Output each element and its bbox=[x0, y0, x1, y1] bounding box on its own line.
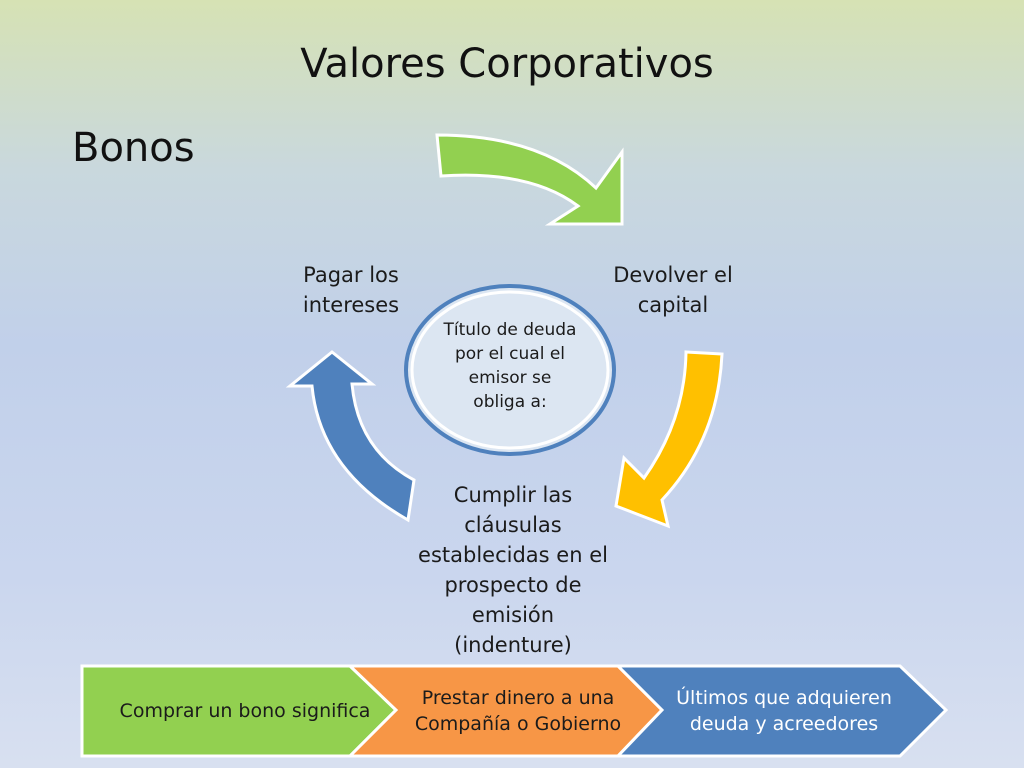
green-cycle-arrow bbox=[435, 133, 624, 226]
cycle-label-clauses: Cumplir las cláusulas establecidas en el… bbox=[418, 483, 608, 657]
blue-cycle-arrow bbox=[285, 350, 416, 523]
center-ellipse-inner-ring bbox=[410, 290, 610, 450]
slide-title: Valores Corporativos bbox=[300, 41, 714, 87]
slide-subtitle: Bonos bbox=[72, 125, 195, 171]
process-label-last: Últimos que adquieren deuda y acreedores bbox=[676, 687, 892, 735]
yellow-cycle-arrow bbox=[614, 350, 724, 529]
process-label-buy: Comprar un bono significa bbox=[119, 700, 371, 722]
cycle-label-return-capital: Devolver el capital bbox=[613, 263, 733, 317]
center-text: Título de deuda por el cual el emisor se… bbox=[443, 320, 577, 412]
process-chevron-last bbox=[614, 664, 949, 758]
cycle-label-pay-interest: Pagar los intereses bbox=[302, 263, 400, 317]
center-ellipse bbox=[404, 284, 616, 456]
process-label-lend: Prestar dinero a una Compañía o Gobierno bbox=[414, 687, 622, 735]
